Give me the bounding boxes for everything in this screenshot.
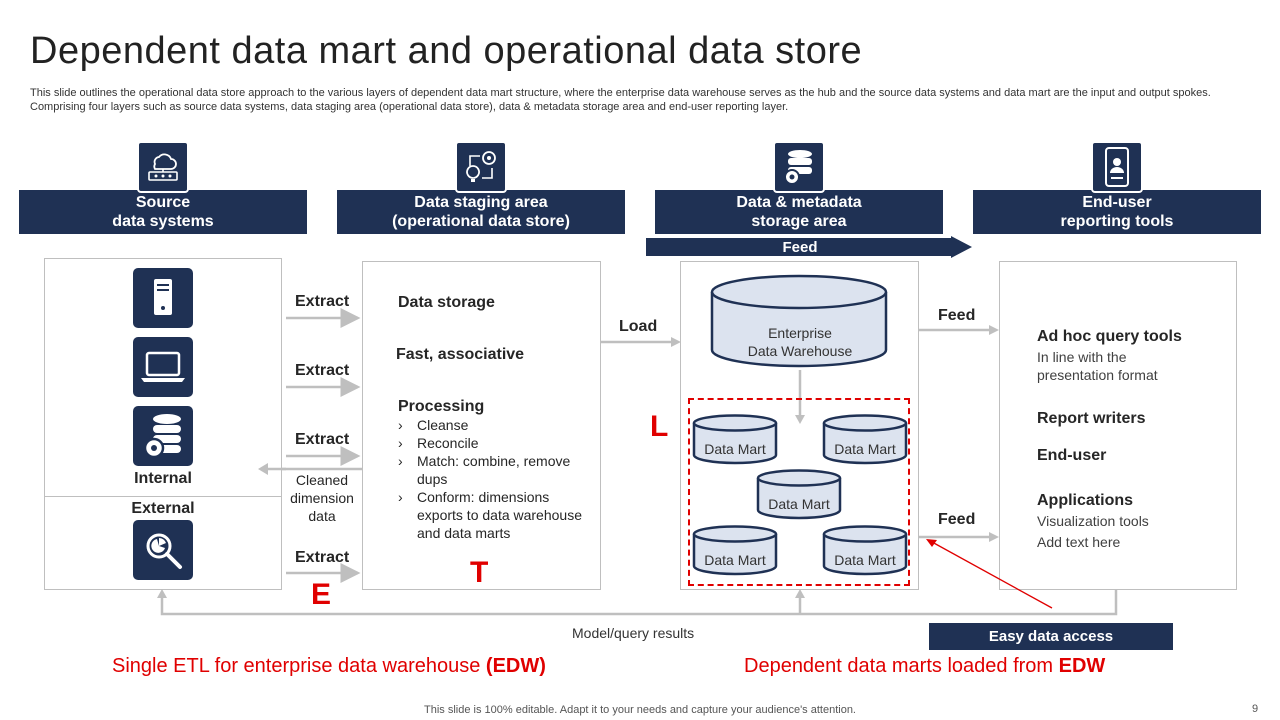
fast-associative-label: Fast, associative (396, 346, 525, 363)
header-line2: storage area (751, 213, 847, 230)
cleaned-line: data (308, 508, 336, 524)
data-mart-label: Data Mart (704, 441, 766, 457)
header-line1: End-user (1082, 194, 1152, 211)
data-mart-cylinder (692, 414, 778, 465)
applications-label: Applications (1037, 492, 1134, 509)
load-arrow (601, 337, 681, 347)
header-line2: reporting tools (1060, 213, 1174, 230)
data-mart-summary: Dependent data marts loaded from EDW (744, 655, 1105, 678)
easy-access-pointer (926, 539, 1053, 609)
header-line2: data systems (112, 213, 214, 230)
data-marts-region (688, 398, 910, 586)
extract-label: Extract (295, 549, 350, 566)
header-line1: Data & metadata (736, 194, 862, 211)
header-source-data-systems: Source data systems (19, 190, 307, 234)
data-mart-label: Data Mart (704, 552, 766, 568)
feed-label: Feed (938, 307, 976, 324)
applications-sub-line: Visualization tools (1037, 513, 1149, 529)
internal-label: Internal (134, 470, 192, 487)
extract-label: Extract (295, 431, 350, 448)
warehouse-label: Enterprise Data Warehouse (710, 324, 890, 360)
data-mart-cylinder (756, 469, 842, 520)
server-tower-icon (133, 268, 193, 328)
cleaned-data-arrowhead (258, 463, 286, 475)
data-mart-cylinder (692, 525, 778, 576)
etl-letter-t: T (470, 556, 489, 589)
database-gear-icon (773, 141, 825, 193)
etl-summary-text: Single ETL for enterprise data warehouse (112, 655, 486, 677)
easy-data-access-banner: Easy data access (929, 623, 1173, 650)
warehouse-line: Enterprise (768, 325, 832, 341)
header-line2: (operational data store) (392, 213, 570, 230)
external-label: External (131, 500, 195, 517)
feed-arrow-bottom (919, 532, 999, 542)
processing-item: Conform: dimensions exports to data ware… (398, 488, 594, 542)
processing-list: Cleanse Reconcile Match: combine, remove… (398, 416, 594, 542)
applications-sub-line: Add text here (1037, 534, 1121, 550)
warehouse-line: Data Warehouse (747, 343, 853, 359)
report-writers-label: Report writers (1037, 410, 1146, 427)
mobile-user-icon (1091, 141, 1143, 193)
model-query-feedback-loop (157, 589, 1118, 616)
processing-label: Processing (398, 398, 485, 415)
model-query-results-label: Model/query results (572, 625, 695, 641)
header-data-staging-area: Data staging area (operational data stor… (337, 190, 625, 234)
header-end-user-reporting: End-user reporting tools (973, 190, 1261, 234)
header-line1: Source (135, 194, 191, 211)
gear-cycle-icon (455, 141, 507, 193)
data-mart-label: Data Mart (834, 552, 896, 568)
data-mart-label: Data Mart (834, 441, 896, 457)
enterprise-data-warehouse-cylinder (710, 274, 888, 368)
data-mart-summary-bold: EDW (1058, 655, 1106, 677)
extract-label: Extract (295, 293, 350, 310)
end-user-label: End-user (1037, 447, 1107, 464)
adhoc-sub-line: In line with the (1037, 349, 1127, 365)
data-mart-summary-text: Dependent data marts loaded from (744, 655, 1059, 677)
page-title: Dependent data mart and operational data… (30, 30, 863, 72)
laptop-icon (133, 337, 193, 397)
internal-external-divider (44, 496, 282, 497)
processing-item: Match: combine, remove dups (398, 452, 594, 488)
etl-summary-bold: (EDW) (485, 655, 546, 677)
processing-item: Reconcile (398, 434, 594, 452)
etl-summary: Single ETL for enterprise data warehouse… (112, 655, 546, 678)
adhoc-query-label: Ad hoc query tools (1037, 328, 1182, 345)
page-number: 9 (1252, 703, 1259, 715)
extract-arrows (282, 308, 362, 583)
cloud-network-icon (137, 141, 189, 193)
data-storage-label: Data storage (398, 294, 495, 311)
header-data-metadata-storage: Data & metadata storage area (655, 190, 943, 234)
feed-arrow-top (919, 325, 999, 335)
feed-label: Feed (938, 511, 976, 528)
load-label: Load (619, 318, 658, 335)
database-gear-icon (133, 406, 193, 466)
warehouse-to-marts-arrow (795, 370, 805, 424)
bottom-note: This slide is 100% editable. Adapt it to… (424, 704, 856, 716)
cleaned-line: Cleaned (295, 472, 349, 488)
data-mart-cylinder (822, 414, 908, 465)
reporting-tools-box (999, 261, 1237, 590)
cleaned-dimension-data-label: Cleaned dimension data (284, 471, 360, 525)
extract-label: Extract (295, 362, 350, 379)
processing-item: Cleanse (398, 416, 594, 434)
data-mart-label: Data Mart (768, 496, 830, 512)
etl-letter-e: E (311, 578, 332, 611)
slide-description: This slide outlines the operational data… (30, 87, 1211, 113)
magnifier-chart-icon (133, 520, 193, 580)
feed-banner-arrow (646, 236, 972, 258)
data-mart-cylinder (822, 525, 908, 576)
feed-banner-label: Feed (782, 239, 818, 256)
etl-letter-l: L (650, 410, 669, 443)
cleaned-line: dimension (290, 490, 354, 506)
adhoc-sub-line: presentation format (1037, 367, 1158, 383)
header-line1: Data staging area (414, 194, 548, 211)
